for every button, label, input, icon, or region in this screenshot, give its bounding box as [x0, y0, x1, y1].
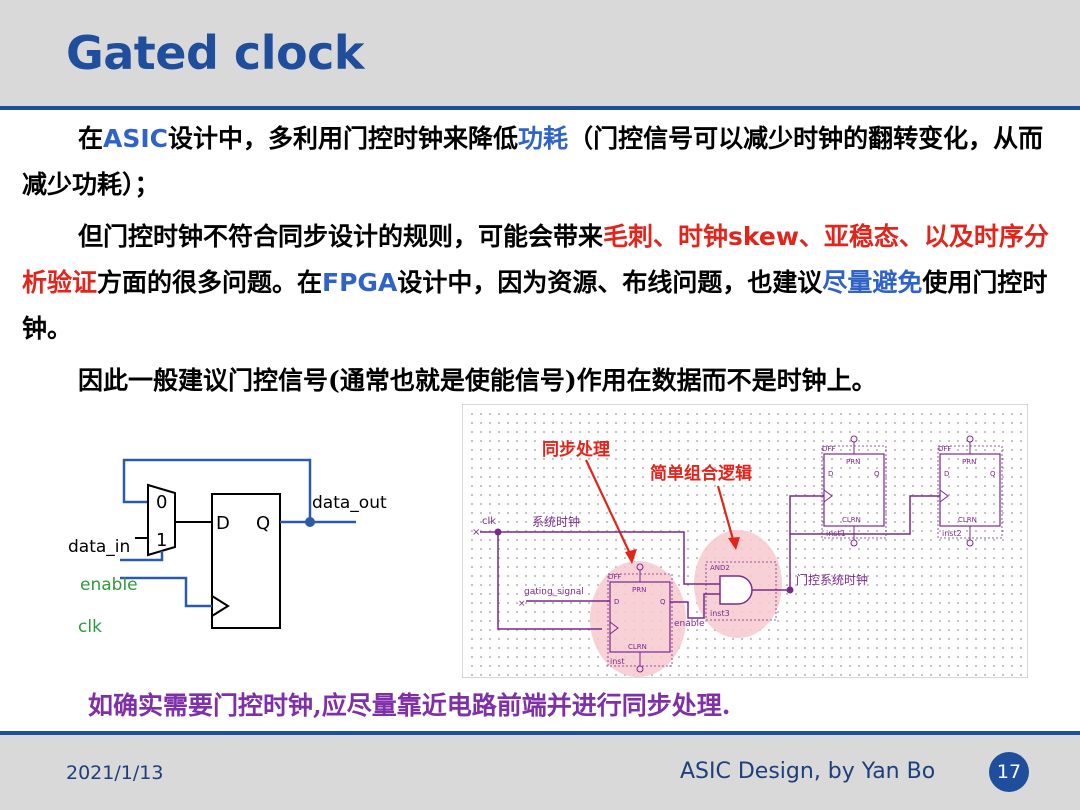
- svg-text:CLRN: CLRN: [842, 516, 861, 524]
- annotation-logic: 简单组合逻辑: [650, 463, 752, 484]
- ff-q-label: Q: [256, 513, 270, 534]
- data-in-label: data_in: [68, 537, 130, 557]
- svg-text:×: ×: [472, 527, 480, 538]
- svg-text:CLRN: CLRN: [628, 643, 647, 651]
- svg-text:Q: Q: [874, 470, 880, 478]
- inst2-label: inst2: [942, 529, 962, 538]
- junction-dot: [305, 517, 315, 527]
- slide-header: [0, 0, 1080, 108]
- svg-text:D: D: [944, 470, 949, 478]
- mux-input-0-label: 0: [156, 492, 167, 513]
- svg-text:Q: Q: [990, 470, 996, 478]
- mux-input-1-label: 1: [156, 530, 167, 551]
- clk-label: clk: [78, 617, 102, 637]
- p2-fpga: FPGA: [322, 268, 398, 297]
- slide-title: Gated clock: [66, 26, 364, 80]
- mux: [147, 483, 176, 557]
- footer-date: 2021/1/13: [66, 762, 164, 784]
- arrow-sync: [585, 459, 633, 559]
- sys-clock-label: 系统时钟: [532, 514, 580, 529]
- sync-highlight: [590, 561, 686, 677]
- svg-text:PRN: PRN: [962, 458, 976, 466]
- data-out-label: data_out: [312, 493, 387, 513]
- and-clock-wire: [602, 531, 708, 585]
- page-number-badge: 17: [989, 752, 1029, 792]
- enable-mux-schematic: 0 1 D Q data_out data_in enable clk: [68, 458, 387, 637]
- footer-course: ASIC Design, by Yan Bo: [680, 759, 936, 784]
- inst1-label: inst1: [826, 529, 846, 538]
- d-flip-flop: [211, 493, 281, 629]
- sync-note: 如确实需要门控时钟,应尽量靠近电路前端并进行同步处理.: [88, 691, 731, 720]
- p1-text-c: 设计中，多利用门控时钟来降低: [168, 124, 519, 153]
- paragraph-asic: 在ASIC设计中，多利用门控时钟来降低功耗（门控信号可以减少时钟的翻转变化，从而…: [22, 116, 1067, 208]
- and-gate: [719, 575, 753, 605]
- svg-text:DFF: DFF: [822, 445, 835, 453]
- p2-text-a: 但门控时钟不符合同步设计的规则，可能会带来: [78, 222, 604, 251]
- inst3-label: inst3: [710, 609, 730, 618]
- svg-text:PRN: PRN: [632, 586, 646, 594]
- footer-rule: [0, 731, 1080, 735]
- p2-text-i: 使用门控时钟。: [22, 268, 1048, 343]
- svg-text:×: ×: [518, 599, 526, 609]
- inst-label: inst: [610, 657, 625, 666]
- gating-signal-label: gating_signal: [524, 587, 584, 597]
- p2-text-e: 方面的很多问题。在: [97, 268, 323, 297]
- p2-text-g: 设计中，因为资源、布线问题，也建议: [397, 268, 823, 297]
- svg-text:CLRN: CLRN: [958, 516, 977, 524]
- p2-glitch: 毛刺、时钟: [603, 222, 729, 251]
- svg-text:D: D: [828, 470, 833, 478]
- p2-metastability: 、亚稳态、以及时序分析验证: [22, 222, 1049, 297]
- header-rule: [0, 106, 1080, 110]
- p2-skew: skew: [728, 222, 799, 251]
- and-label: AND2: [710, 564, 730, 572]
- svg-text:PRN: PRN: [846, 458, 860, 466]
- p1-text-a: 在: [78, 124, 104, 153]
- annotation-sync: 同步处理: [542, 439, 610, 460]
- svg-text:Q: Q: [660, 598, 666, 606]
- arrow-logic: [716, 485, 736, 544]
- clock-triangle: [211, 595, 230, 617]
- ff-d-label: D: [216, 513, 230, 534]
- svg-text:DFF: DFF: [938, 445, 951, 453]
- clk-wire: [120, 576, 212, 608]
- p2-avoid: 尽量避免: [822, 268, 923, 297]
- sync-dff-label: DFF: [608, 573, 621, 581]
- feedback-wire: [122, 458, 312, 522]
- p1-asic: ASIC: [103, 124, 169, 153]
- enable-label-right: enable: [674, 619, 705, 629]
- gated-clock-schematic: 同步处理 简单组合逻辑 × clk 系统时钟 × gating_signal D…: [462, 404, 1028, 678]
- enable-wire: [120, 551, 164, 562]
- gated-clock-label: 门控系统时钟: [796, 572, 868, 587]
- sync-clock-wire: [497, 532, 602, 630]
- paragraph-recommend: 因此一般建议门控信号(通常也就是使能信号)作用在数据而不是时钟上。: [22, 358, 1067, 404]
- svg-text:D: D: [614, 598, 619, 606]
- p1-text-e: （门控信号可以减少时钟的翻转变化，从而减少功耗）；: [22, 124, 1044, 199]
- p1-power: 功耗: [518, 124, 569, 153]
- paragraph-fpga: 但门控时钟不符合同步设计的规则，可能会带来毛刺、时钟skew、亚稳态、以及时序分…: [22, 214, 1067, 352]
- enable-label: enable: [80, 575, 138, 595]
- p3-text: 因此一般建议门控信号(通常也就是使能信号)作用在数据而不是时钟上。: [78, 366, 877, 395]
- clk-port-label: clk: [482, 516, 496, 527]
- slide-footer: [0, 731, 1080, 810]
